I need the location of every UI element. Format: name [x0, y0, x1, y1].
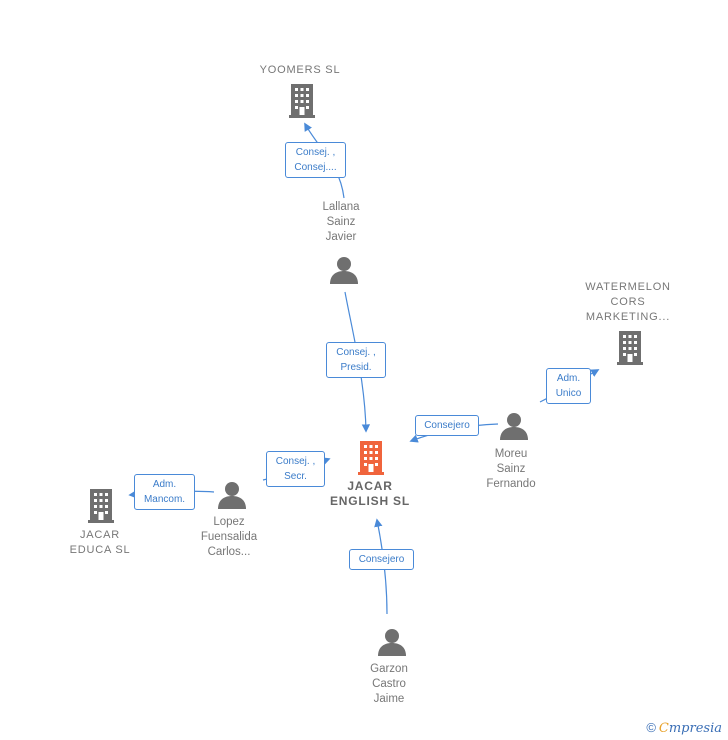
building-icon — [289, 84, 315, 118]
building-icon — [88, 489, 114, 523]
node-label-jacar-english[interactable]: JACAR ENGLISH SL — [310, 479, 430, 509]
node-label-line: Garzon — [370, 663, 408, 675]
node-label-jacar-educa[interactable]: JACAR EDUCA SL — [40, 528, 160, 558]
edge-label-moreu-jacar[interactable]: Consejero — [415, 415, 479, 436]
node-label-lallana[interactable]: Lallana Sainz Javier — [291, 200, 391, 245]
node-label-line: ENGLISH SL — [329, 494, 410, 508]
edge-label-lopez-educa[interactable]: Adm. Mancom. — [134, 474, 195, 510]
node-label-moreu[interactable]: Moreu Sainz Fernando — [461, 447, 561, 492]
node-label-line: Sainz — [496, 463, 526, 475]
edge-label-line: Consej.... — [294, 162, 337, 173]
node-label-lopez[interactable]: Lopez Fuensalida Carlos... — [179, 515, 279, 560]
node-label-line: Javier — [325, 231, 357, 243]
node-label-line: Castro — [372, 678, 406, 690]
node-label-line: Carlos... — [207, 546, 251, 558]
edge-label-line: Consej. , — [295, 147, 336, 158]
person-icon — [500, 413, 528, 440]
edge-label-line: Secr. — [284, 471, 307, 482]
node-label-line: Sainz — [326, 216, 356, 228]
edge-label-garzon-jacar[interactable]: Consejero — [349, 549, 414, 570]
person-icon — [330, 257, 358, 284]
edge-label-line: Consej. , — [336, 347, 376, 358]
edge-label-lopez-jacar[interactable]: Consej. , Secr. — [266, 451, 325, 487]
edge-label-moreu-watermelon[interactable]: Adm. Unico — [546, 368, 591, 404]
node-label-line: WATERMELON — [585, 281, 671, 293]
node-label-line: JACAR — [79, 529, 121, 541]
brand-footer[interactable]: ©Cmpresia — [646, 720, 722, 736]
brand-logo: Cmpresia — [659, 721, 722, 736]
node-label-garzon[interactable]: Garzon Castro Jaime — [339, 662, 439, 707]
node-label-line: Jaime — [373, 693, 405, 705]
edge-label-lallana-yoomers[interactable]: Consej. , Consej.... — [285, 142, 346, 178]
brand-initial: C — [658, 721, 669, 736]
edge-label-line: Adm. — [152, 479, 177, 490]
brand-name: mpresia — [668, 721, 722, 736]
edge-label-line: Unico — [555, 388, 582, 399]
node-label-line: MARKETING... — [585, 311, 671, 323]
node-label-line: Fuensalida — [200, 531, 258, 543]
node-label-yoomers[interactable]: YOOMERS SL — [240, 63, 360, 78]
central-building-icon — [358, 441, 384, 475]
node-label-line: Moreu — [494, 448, 528, 460]
edge-label-line: Consejero — [358, 554, 405, 565]
node-label-line: Lallana — [322, 201, 360, 213]
node-label-watermelon[interactable]: WATERMELON CORS MARKETING... — [568, 280, 688, 325]
copyright-symbol: © — [646, 720, 656, 735]
node-label-line: Lopez — [213, 516, 245, 528]
node-label-line: YOOMERS SL — [259, 64, 341, 76]
edge-label-line: Mancom. — [143, 494, 186, 505]
node-label-line: EDUCA SL — [69, 544, 131, 556]
edge-label-lallana-jacar[interactable]: Consej. , Presid. — [326, 342, 386, 378]
building-icon — [617, 331, 643, 365]
person-icon — [378, 629, 406, 656]
edge-label-line: Presid. — [340, 362, 372, 373]
node-label-line: Fernando — [486, 478, 536, 490]
edge-label-line: Consej. , — [275, 456, 316, 467]
person-icon — [218, 482, 246, 509]
edge-label-line: Adm. — [556, 373, 581, 384]
node-label-line: CORS — [610, 296, 646, 308]
edge-label-line: Consejero — [424, 420, 470, 431]
node-label-line: JACAR — [347, 479, 393, 493]
